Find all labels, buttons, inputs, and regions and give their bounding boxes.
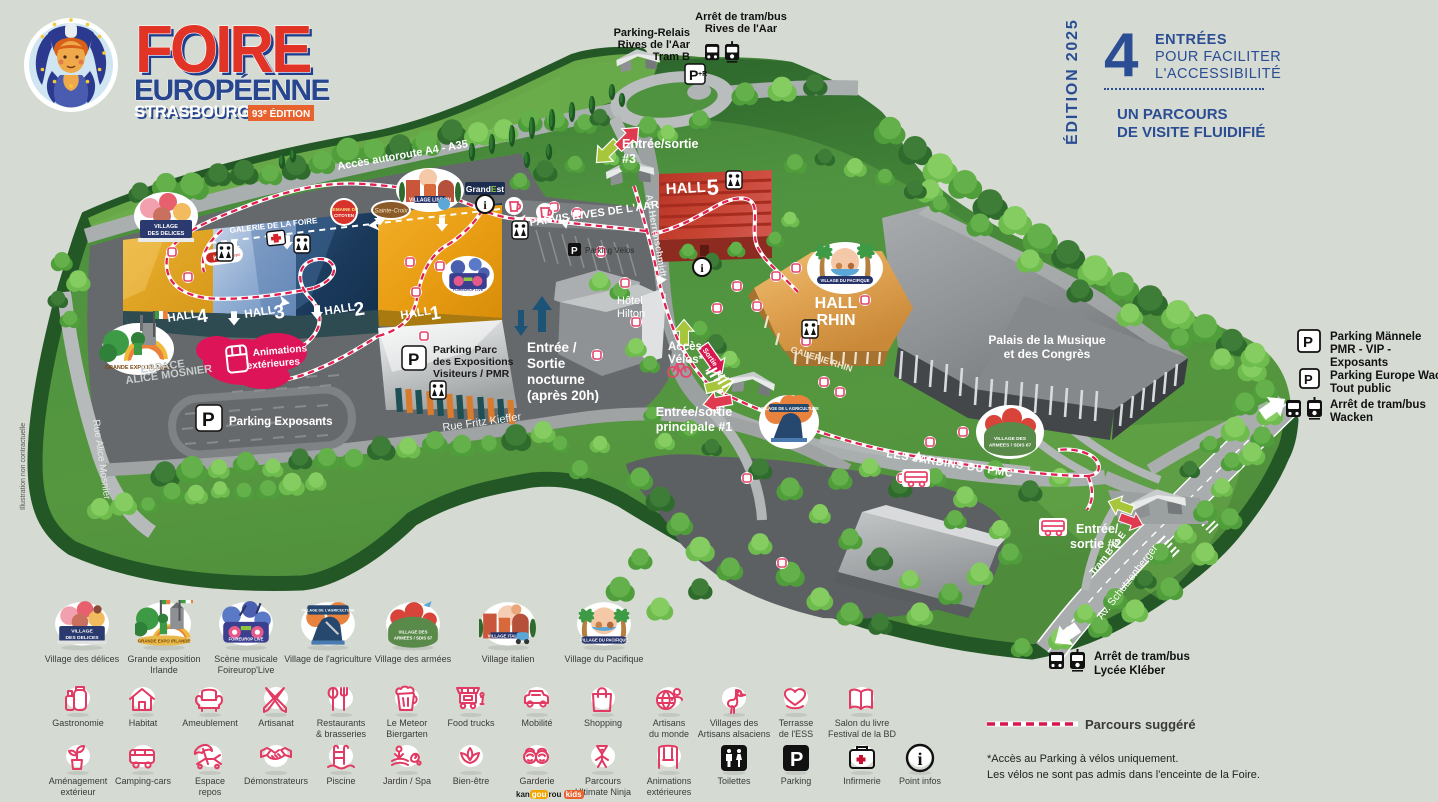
svg-text:i: i [917, 749, 922, 769]
svg-text:ARMEES / SDIS 67: ARMEES / SDIS 67 [989, 443, 1032, 449]
svg-text:SEMAINE DU: SEMAINE DU [330, 207, 358, 212]
svg-text:Entrée/sortie: Entrée/sortie [656, 405, 732, 419]
svg-text:HALL: HALL [815, 295, 858, 312]
svg-text:VILLAGE ITALIEN: VILLAGE ITALIEN [488, 633, 525, 638]
svg-text:Arrêt de tram/bus: Arrêt de tram/bus [695, 11, 787, 23]
svg-text:HALL: HALL [665, 179, 706, 198]
svg-text:STRASBOURG: STRASBOURG [134, 102, 250, 121]
svg-text:GRANDE EXPO IRLANDE: GRANDE EXPO IRLANDE [138, 639, 191, 644]
svg-text:VILLAGE LISBON: VILLAGE LISBON [409, 198, 451, 204]
svg-text:principale #1: principale #1 [656, 420, 732, 434]
svg-text:Rives de l'Aar: Rives de l'Aar [705, 23, 778, 35]
svg-text:DES DELICES: DES DELICES [148, 231, 185, 237]
svg-text:Parking-Relais: Parking-Relais [614, 27, 690, 39]
svg-text:HALL: HALL [244, 304, 276, 321]
svg-text:VILLAGE DES: VILLAGE DES [399, 629, 428, 634]
svg-text:VILLAGE DE L AGRICULTURE: VILLAGE DE L AGRICULTURE [759, 406, 819, 411]
svg-text:HALL: HALL [324, 301, 356, 318]
svg-text:3: 3 [272, 302, 286, 324]
svg-text:P: P [1303, 334, 1313, 351]
svg-text:Parcours suggéré: Parcours suggéré [1085, 717, 1196, 732]
svg-text:Parking Europe Wacken: Parking Europe Wacken [1330, 370, 1438, 382]
svg-text:P: P [689, 67, 698, 83]
svg-text:FOIRE: FOIRE [135, 13, 310, 87]
svg-text:2: 2 [352, 299, 366, 321]
svg-text:5: 5 [706, 174, 720, 200]
svg-text:et des Congrès: et des Congrès [1004, 347, 1091, 361]
svg-text:Vélos*: Vélos* [668, 354, 704, 366]
svg-text:i: i [483, 198, 487, 212]
svg-text:P: P [571, 246, 578, 257]
svg-text:FOIREUROP LIVE: FOIREUROP LIVE [229, 637, 264, 642]
svg-text:Animations: Animations [252, 343, 308, 359]
svg-text:Hôtel: Hôtel [617, 295, 643, 307]
svg-text:Illustration non contractuelle: Illustration non contractuelle [20, 423, 27, 510]
svg-text:i: i [700, 261, 704, 275]
svg-text:Entrée/sortie: Entrée/sortie [622, 137, 698, 151]
svg-text:VILLAGE: VILLAGE [154, 224, 178, 230]
svg-text:nocturne: nocturne [527, 372, 585, 387]
svg-text:Parking Vélos: Parking Vélos [585, 246, 634, 255]
svg-text:Entrée /: Entrée / [527, 340, 577, 355]
svg-text:1: 1 [428, 302, 442, 324]
svg-text:Lycée Kléber: Lycée Kléber [1094, 665, 1166, 677]
svg-text:(après 20h): (après 20h) [527, 388, 599, 403]
svg-text:Tram B: Tram B [653, 51, 690, 63]
svg-text:P: P [1304, 372, 1313, 387]
svg-text:VILLAGE DU PACIFIQUE: VILLAGE DU PACIFIQUE [820, 278, 869, 283]
svg-text:Visiteurs / PMR: Visiteurs / PMR [433, 368, 510, 380]
svg-text:STRASBOURG: STRASBOURG [136, 104, 252, 123]
svg-text:Accès: Accès [668, 341, 702, 353]
svg-text:#3: #3 [622, 152, 636, 166]
svg-text:Sainte-Croix: Sainte-Croix [374, 209, 408, 215]
svg-text:GrandEst: GrandEst [466, 184, 504, 194]
svg-text:Wacken: Wacken [1330, 412, 1373, 424]
svg-text:VILLAGE DE L'AGRICULTURE: VILLAGE DE L'AGRICULTURE [301, 609, 355, 613]
svg-text:VILLAGE: VILLAGE [71, 629, 93, 635]
svg-text:Palais de la Musique: Palais de la Musique [988, 333, 1106, 347]
svg-text:VILLAGE DES: VILLAGE DES [994, 436, 1027, 442]
svg-text:sortie #2: sortie #2 [1070, 537, 1121, 551]
svg-text:Arrêt de tram/bus: Arrêt de tram/bus [1094, 651, 1190, 663]
svg-text:EUROPÉENNE: EUROPÉENNE [134, 73, 330, 107]
svg-text:expo: expo [231, 251, 241, 257]
svg-text:4: 4 [195, 305, 209, 327]
svg-text:ARMEES / SDIS 67: ARMEES / SDIS 67 [394, 635, 433, 640]
svg-text:FOIRE: FOIRE [138, 15, 313, 90]
svg-text:Rives de l'Aar: Rives de l'Aar [618, 39, 691, 51]
svg-text:Arrêt de tram/bus: Arrêt de tram/bus [1330, 399, 1426, 411]
svg-text:Parking Männele: Parking Männele [1330, 331, 1421, 343]
svg-text:HALL: HALL [400, 305, 432, 322]
svg-text:FOIREUROP LIVE: FOIREUROP LIVE [453, 288, 484, 292]
svg-text:P: P [202, 410, 215, 431]
svg-text:des Expositions: des Expositions [433, 356, 514, 368]
svg-text:PMR - VIP -: PMR - VIP - [1330, 344, 1391, 356]
svg-text:Entrée/: Entrée/ [1076, 522, 1119, 536]
svg-text:P: P [408, 350, 419, 369]
svg-text:RHIN: RHIN [816, 312, 855, 329]
svg-text:Parking Parc: Parking Parc [433, 344, 497, 356]
svg-text:P: P [790, 749, 803, 771]
svg-text:HALL: HALL [167, 308, 199, 325]
svg-text:VILLAGE DU PACIFIQUE: VILLAGE DU PACIFIQUE [580, 638, 629, 643]
svg-text:Exposants: Exposants [1330, 357, 1388, 369]
svg-text:GRANDE EXPO IRLANDE: GRANDE EXPO IRLANDE [105, 365, 172, 371]
svg-text:extérieures: extérieures [246, 356, 301, 372]
svg-text:93e ÉDITION: 93e ÉDITION [252, 107, 310, 120]
svg-text:Tout public: Tout public [1330, 383, 1392, 395]
svg-text:Les vélos ne sont pas admis da: Les vélos ne sont pas admis dans l'encei… [987, 769, 1260, 781]
svg-text:Parking Exposants: Parking Exposants [229, 416, 333, 428]
svg-text:CITOYEN: CITOYEN [334, 213, 354, 218]
svg-text:+R: +R [698, 71, 707, 78]
svg-text:Sortie: Sortie [527, 356, 566, 371]
svg-text:*Accès au Parking à vélos uniq: *Accès au Parking à vélos uniquement. [987, 753, 1178, 765]
svg-text:Hilton: Hilton [617, 308, 645, 320]
svg-text:DES DELICES: DES DELICES [65, 635, 99, 641]
